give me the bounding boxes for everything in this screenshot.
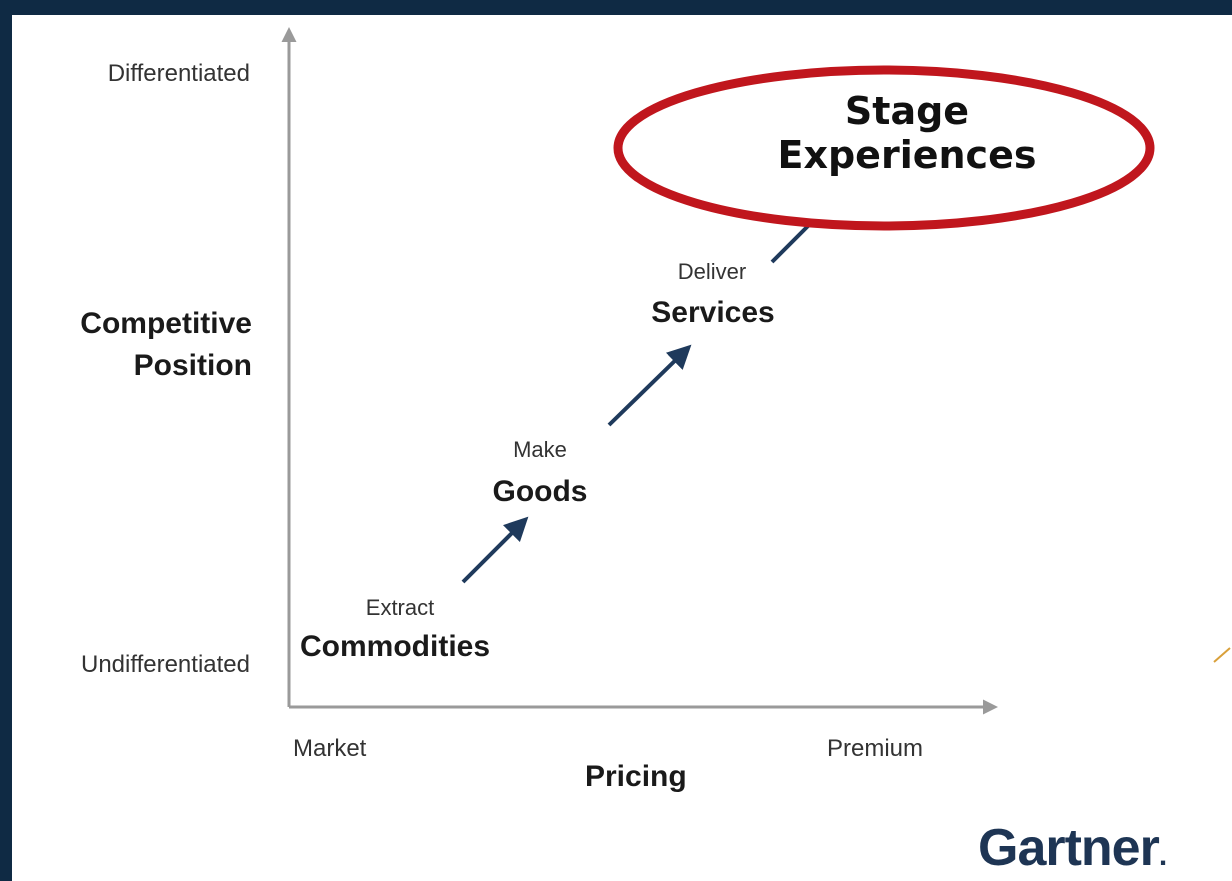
accent-line xyxy=(1213,647,1231,663)
x-axis-left-label: Market xyxy=(293,735,367,762)
y-axis-bottom-label: Undifferentiated xyxy=(80,651,250,678)
stage-services: Deliver xyxy=(652,259,772,285)
stage-goods: Make xyxy=(480,437,600,463)
gartner-logo: Gartner. xyxy=(978,818,1167,878)
stage-goods-noun: Goods xyxy=(492,475,588,508)
logo-dot: . xyxy=(1158,839,1167,872)
stage-commodities: Extract xyxy=(340,595,460,621)
stage-services-verb: Deliver xyxy=(677,259,747,284)
arrow-goods-to-services xyxy=(607,344,692,427)
highlight-line1: Stage xyxy=(844,89,970,133)
stage-commodities-noun: Commodities xyxy=(300,630,491,663)
logo-text: Gartner xyxy=(978,819,1160,877)
y-axis-title-line2: Position xyxy=(133,349,252,382)
y-axis-title: Competitive Position xyxy=(30,303,252,387)
highlight-line2: Experiences xyxy=(777,133,1037,177)
arrow-services-to-experiences xyxy=(770,222,812,264)
y-axis-top-label: Differentiated xyxy=(107,60,250,87)
highlight-ellipse xyxy=(613,65,1155,231)
y-axis-title-line1: Competitive xyxy=(80,307,252,340)
highlight-text: Stage Experiences xyxy=(742,89,1072,177)
arrow-commodities-to-goods xyxy=(461,516,529,584)
stage-services-noun: Services xyxy=(651,296,775,329)
x-axis-right-label: Premium xyxy=(827,735,924,762)
stage-commodities-verb: Extract xyxy=(365,595,435,620)
stage-goods-verb: Make xyxy=(513,437,567,462)
x-axis-title: Pricing xyxy=(585,760,687,793)
